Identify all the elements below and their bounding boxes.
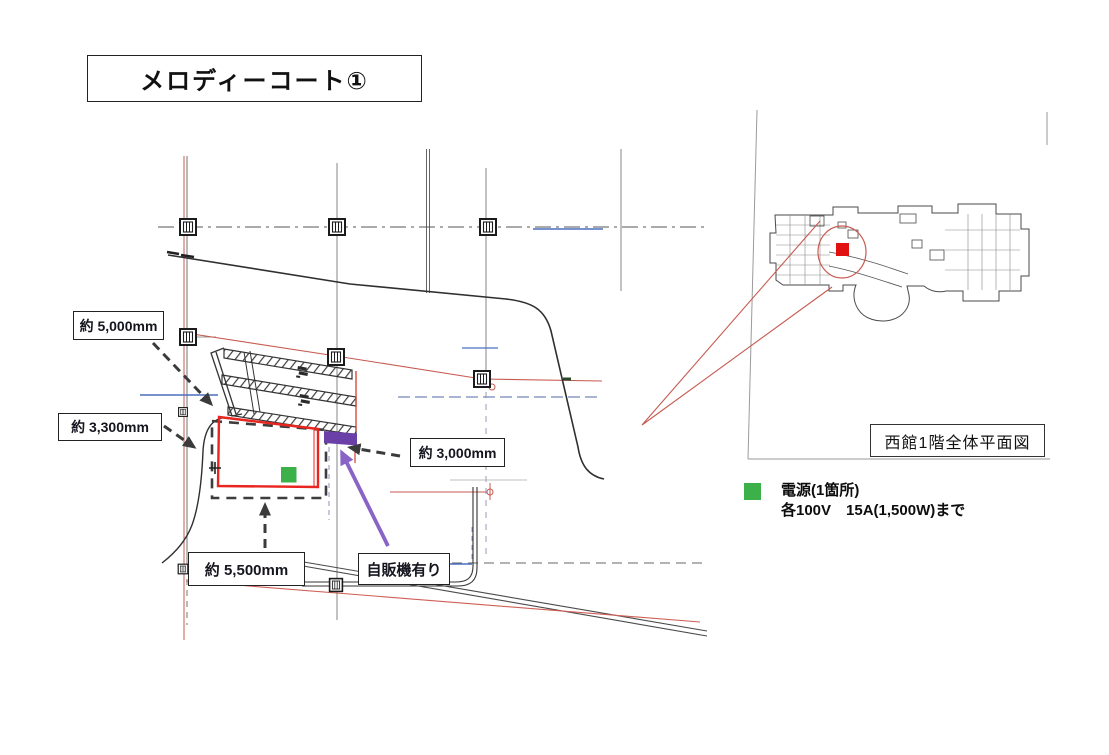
measurement-label-3300-text: 約 3,300mm — [71, 419, 149, 435]
arrow-3000 — [347, 443, 401, 458]
red-grid-line — [185, 332, 603, 500]
site-boundary-line — [167, 254, 605, 480]
vending-machine-label-text: 自販機有り — [366, 561, 442, 579]
measurement-label-3000-text: 約 3,000mm — [418, 444, 497, 461]
legend: 電源(1箇所) 各100V 15A(1,500W)まで — [744, 481, 965, 521]
overview-page-border — [747, 109, 1050, 460]
measurement-label-5500: 約 5,500mm — [188, 552, 305, 586]
overview-callout-lines — [641, 220, 833, 426]
left-edge-tick — [209, 462, 221, 474]
overview-caption: 西館1階全体平面図 — [870, 424, 1045, 457]
measurement-label-5500-text: 約 5,500mm — [204, 561, 289, 579]
legend-line2: 各100V 15A(1,500W)まで — [781, 502, 966, 519]
overview-location-circle — [817, 225, 867, 279]
vending-machine-label: 自販機有り — [358, 553, 450, 585]
dimension-arrows — [151, 341, 401, 548]
legend-line1: 電源(1箇所) — [781, 482, 860, 499]
measurement-label-3000: 約 3,000mm — [410, 438, 505, 467]
measurement-label-3300: 約 3,300mm — [58, 413, 162, 441]
measurement-label-5000-text: 約 5,000mm — [79, 317, 158, 334]
vending-machine-bar — [324, 431, 357, 446]
measurement-label-5000: 約 5,000mm — [73, 311, 164, 340]
walkway-curve — [161, 417, 223, 564]
overview-callout — [641, 220, 867, 426]
page-title: メロディーコート① — [87, 55, 422, 102]
clearance-dashed-outline — [210, 419, 328, 500]
overview-location-marker — [836, 243, 849, 256]
overview-caption-text: 西館1階全体平面図 — [884, 434, 1031, 452]
escalator-glyph — [298, 394, 310, 407]
arrow-3300 — [163, 424, 197, 449]
detail-plan — [130, 149, 708, 640]
power-outlet-marker — [281, 467, 297, 483]
escalator-glyph — [296, 366, 308, 379]
overview-plan — [641, 109, 1050, 460]
power-swatch-icon — [744, 483, 761, 500]
proposed-area-red-outline — [216, 415, 320, 489]
tiny-illegible-note — [166, 250, 195, 259]
escalator-block — [210, 347, 357, 463]
overview-building — [769, 203, 1030, 322]
grid-lines — [130, 149, 707, 640]
vending-arrow — [340, 449, 390, 547]
page-title-text: メロディーコート① — [140, 68, 369, 95]
